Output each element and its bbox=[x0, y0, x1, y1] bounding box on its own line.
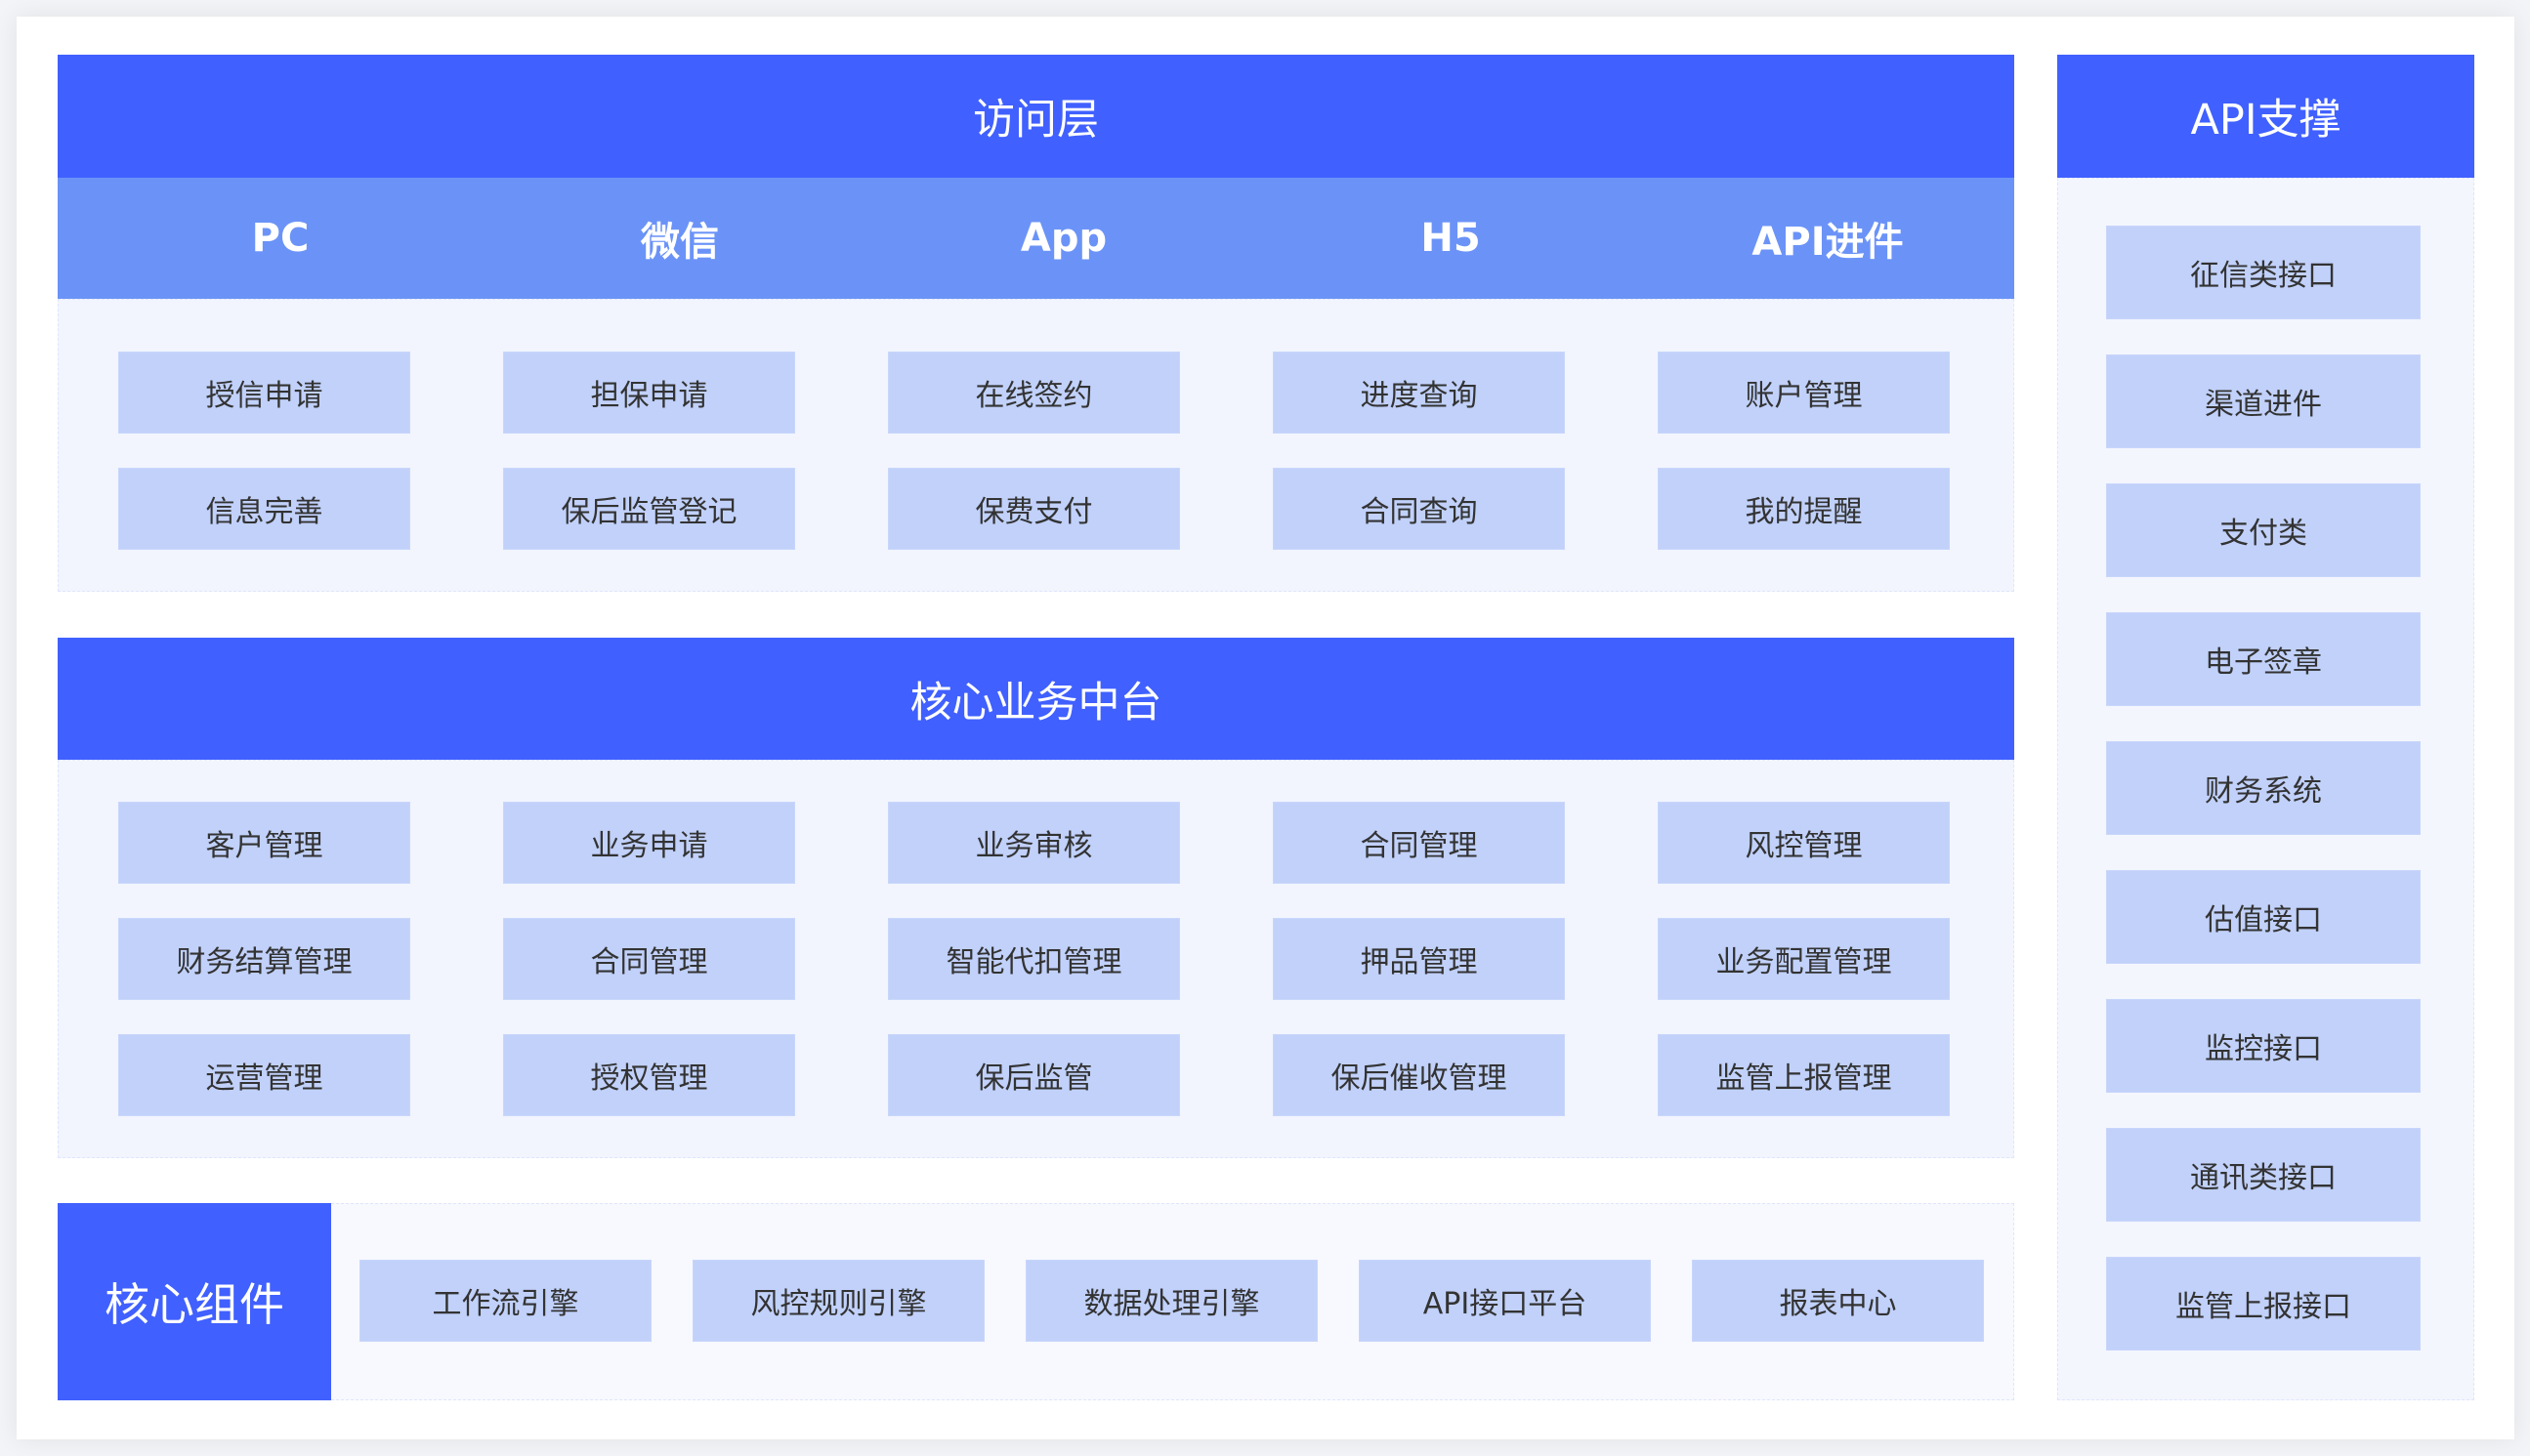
access-module-box: 保后监管登记 bbox=[503, 468, 795, 550]
component-box: 风控规则引擎 bbox=[693, 1260, 985, 1342]
access-module-box: 在线签约 bbox=[888, 352, 1180, 434]
access-module-box: 合同查询 bbox=[1273, 468, 1565, 550]
access-module-box: 进度查询 bbox=[1273, 352, 1565, 434]
api-interface-box: 监管上报接口 bbox=[2106, 1257, 2421, 1351]
business-module-box: 合同管理 bbox=[503, 918, 795, 1000]
channel-bar: PC 微信 App H5 API进件 bbox=[58, 178, 2014, 299]
business-module-box: 监管上报管理 bbox=[1658, 1034, 1950, 1116]
channel-label: API进件 bbox=[1751, 220, 1904, 265]
access-module-box: 我的提醒 bbox=[1658, 468, 1950, 550]
business-module-box: 押品管理 bbox=[1273, 918, 1565, 1000]
access-module-box: 保费支付 bbox=[888, 468, 1180, 550]
business-module-box: 运营管理 bbox=[118, 1034, 410, 1116]
component-box: 工作流引擎 bbox=[359, 1260, 652, 1342]
business-module-box: 智能代扣管理 bbox=[888, 918, 1180, 1000]
core-components-title: 核心组件 bbox=[105, 1278, 284, 1331]
business-module-box: 风控管理 bbox=[1658, 802, 1950, 884]
api-interface-box: 支付类 bbox=[2106, 483, 2421, 577]
api-interface-box: 通讯类接口 bbox=[2106, 1128, 2421, 1222]
business-module-box: 保后监管 bbox=[888, 1034, 1180, 1116]
api-interface-box: 电子签章 bbox=[2106, 612, 2421, 706]
business-module-box: 业务申请 bbox=[503, 802, 795, 884]
business-module-box: 财务结算管理 bbox=[118, 918, 410, 1000]
business-module-box: 保后催收管理 bbox=[1273, 1034, 1565, 1116]
business-module-box: 合同管理 bbox=[1273, 802, 1565, 884]
api-interface-box: 监控接口 bbox=[2106, 999, 2421, 1093]
core-business-header: 核心业务中台 bbox=[58, 638, 2014, 760]
access-module-box: 信息完善 bbox=[118, 468, 410, 550]
component-box: 数据处理引擎 bbox=[1026, 1260, 1318, 1342]
api-interface-box: 渠道进件 bbox=[2106, 354, 2421, 448]
api-support-title: API支撑 bbox=[2190, 96, 2341, 145]
api-interface-box: 估值接口 bbox=[2106, 870, 2421, 964]
channel-label: 微信 bbox=[641, 220, 719, 265]
channel-label: PC bbox=[251, 216, 310, 261]
channel-label: App bbox=[1020, 216, 1108, 261]
business-module-box: 客户管理 bbox=[118, 802, 410, 884]
core-components-header: 核心组件 bbox=[58, 1203, 331, 1400]
api-interface-box: 财务系统 bbox=[2106, 741, 2421, 835]
access-module-box: 账户管理 bbox=[1658, 352, 1950, 434]
component-box: API接口平台 bbox=[1359, 1260, 1651, 1342]
access-module-box: 担保申请 bbox=[503, 352, 795, 434]
channel-label: H5 bbox=[1420, 216, 1481, 261]
access-layer-title: 访问层 bbox=[973, 96, 1099, 145]
api-interface-box: 征信类接口 bbox=[2106, 226, 2421, 319]
access-layer-header: 访问层 bbox=[58, 55, 2014, 178]
business-module-box: 业务配置管理 bbox=[1658, 918, 1950, 1000]
component-box: 报表中心 bbox=[1692, 1260, 1984, 1342]
api-support-header: API支撑 bbox=[2057, 55, 2474, 178]
core-business-title: 核心业务中台 bbox=[909, 678, 1162, 728]
business-module-box: 授权管理 bbox=[503, 1034, 795, 1116]
business-module-box: 业务审核 bbox=[888, 802, 1180, 884]
access-module-box: 授信申请 bbox=[118, 352, 410, 434]
